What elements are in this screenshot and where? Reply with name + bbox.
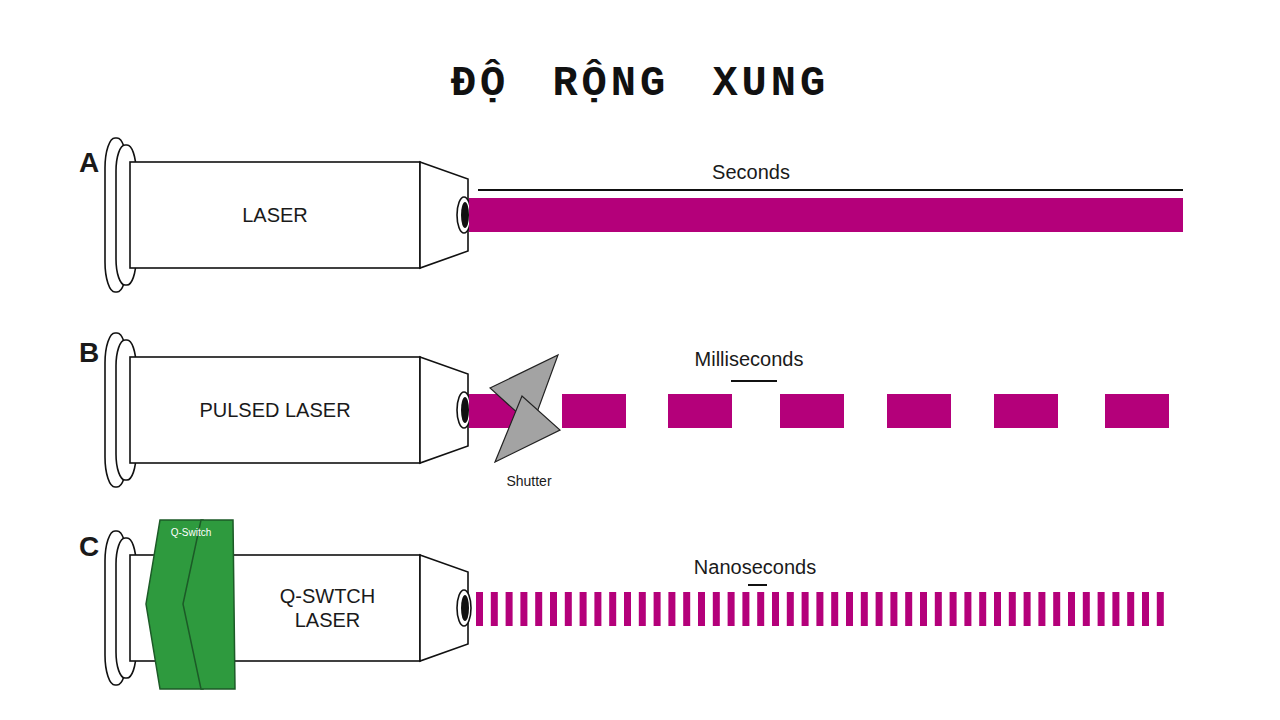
millisecond-pulse: [562, 394, 626, 428]
row-letter: B: [79, 337, 99, 369]
nanosecond-pulse: [935, 592, 942, 626]
nanosecond-pulse: [520, 592, 527, 626]
node-text: LASER: [242, 203, 308, 227]
continuous-beam: [469, 198, 1183, 232]
milliseconds-scale-bar: [731, 380, 777, 382]
nozzle-aperture: [461, 595, 469, 621]
nanosecond-pulse: [683, 592, 690, 626]
pulse-width-label: Milliseconds: [695, 348, 804, 371]
nanosecond-pulse: [1112, 592, 1119, 626]
nanosecond-pulse: [920, 592, 927, 626]
nanosecond-pulse: [787, 592, 794, 626]
laser-housing: [105, 333, 471, 487]
nanosecond-pulse: [550, 592, 557, 626]
diagram-title: ĐỘ RỘNG XUNG: [0, 60, 1280, 108]
nanosecond-pulse: [1157, 592, 1164, 626]
nanosecond-pulse: [1009, 592, 1016, 626]
nanosecond-pulse: [491, 592, 498, 626]
q-switch-laser-box: Q-SWTCH LASER: [245, 559, 411, 657]
nanosecond-pulse: [1098, 592, 1105, 626]
nanosecond-pulse: [639, 592, 646, 626]
nozzle-ring: [457, 590, 471, 626]
nanosecond-pulse: [876, 592, 883, 626]
millisecond-pulse: [780, 394, 844, 428]
nanosecond-pulse: [831, 592, 838, 626]
millisecond-pulse: [994, 394, 1058, 428]
nanosecond-pulse: [757, 592, 764, 626]
nanosecond-pulse: [565, 592, 572, 626]
nanosecond-pulse: [964, 592, 971, 626]
q-switch-block: Q-Switch: [145, 518, 237, 691]
nanosecond-pulse: [802, 592, 809, 626]
laser-box: LASER: [140, 166, 410, 264]
nanosecond-pulse: [654, 592, 661, 626]
pulsed-laser-box: PULSED LASER: [140, 361, 410, 459]
millisecond-pulse: [887, 394, 951, 428]
laser-body: [130, 357, 420, 463]
node-text: Q-SWTCH LASER: [253, 584, 403, 632]
nanosecond-pulse: [994, 592, 1001, 626]
node-text: PULSED LASER: [199, 398, 350, 422]
nanosecond-pulse: [594, 592, 601, 626]
nanosecond-pulse: [476, 592, 483, 626]
millisecond-pulse: [668, 394, 732, 428]
nanosecond-pulse: [668, 592, 675, 626]
nozzle-aperture: [461, 397, 469, 423]
nanosecond-pulse: [1083, 592, 1090, 626]
pulse-width-label: Seconds: [712, 161, 790, 184]
nozzle-aperture: [461, 202, 469, 228]
nanosecond-pulse: [861, 592, 868, 626]
nanosecond-pulse: [846, 592, 853, 626]
nanosecond-pulse: [535, 592, 542, 626]
nanosecond-pulse: [506, 592, 513, 626]
pulse-width-label: Nanoseconds: [694, 556, 816, 579]
nanosecond-pulse: [905, 592, 912, 626]
nanosecond-pulse: [890, 592, 897, 626]
row-letter: C: [79, 531, 99, 563]
nozzle-ring: [457, 197, 471, 233]
laser-body: [130, 162, 420, 268]
nanosecond-pulse: [609, 592, 616, 626]
shutter-symbol: [490, 355, 560, 462]
nanosecond-pulse: [698, 592, 705, 626]
seconds-scale-bar: [478, 189, 1183, 191]
nanosecond-pulse: [624, 592, 631, 626]
shutter-blade: [495, 396, 560, 462]
nanosecond-pulse: [1068, 592, 1075, 626]
laser-beams: [469, 198, 1183, 626]
nozzle-ring: [457, 392, 471, 428]
nanosecond-pulse: [742, 592, 749, 626]
nanosecond-pulse: [580, 592, 587, 626]
row-letter: A: [79, 147, 99, 179]
nanosecond-pulse: [816, 592, 823, 626]
nanosecond-pulse: [1142, 592, 1149, 626]
nanosecond-pulse: [1024, 592, 1031, 626]
nanosecond-pulse: [979, 592, 986, 626]
nanosecond-pulse: [713, 592, 720, 626]
node-text: Q-Switch: [171, 527, 212, 539]
laser-housing: [105, 138, 471, 292]
nanosecond-pulse: [1127, 592, 1134, 626]
q-switch-plate: [183, 520, 235, 689]
nanosecond-pulse: [1038, 592, 1045, 626]
q-switch-shape: [145, 518, 237, 691]
shutter-label: Shutter: [506, 473, 551, 489]
nanosecond-pulse: [772, 592, 779, 626]
nanosecond-pulse: [1053, 592, 1060, 626]
nanosecond-pulse: [728, 592, 735, 626]
millisecond-pulse: [1105, 394, 1169, 428]
nanosecond-pulse: [950, 592, 957, 626]
nanoseconds-scale-bar: [748, 584, 767, 586]
